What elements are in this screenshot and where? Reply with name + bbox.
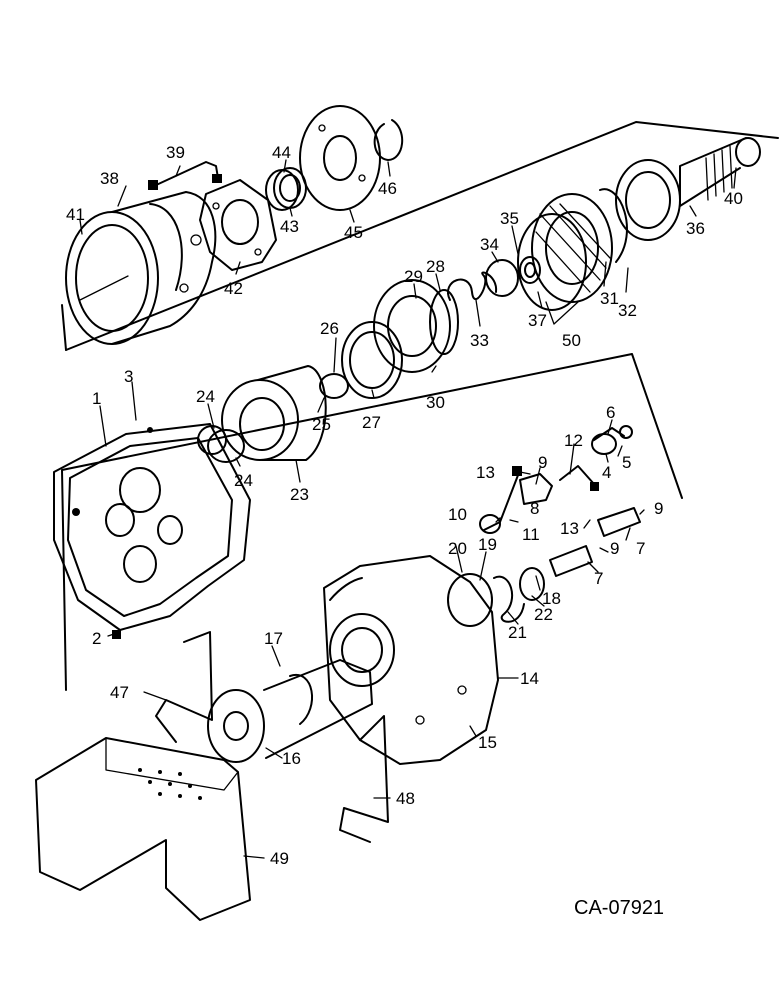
callout-45: 45	[344, 223, 363, 242]
callout-4: 4	[602, 463, 611, 482]
seal-43-44	[265, 167, 307, 211]
bracket-47	[155, 631, 213, 743]
callout-24a: 24	[196, 387, 215, 406]
callout-37: 37	[528, 311, 547, 330]
callout-40: 40	[724, 189, 743, 208]
shaft-36-40	[679, 137, 761, 207]
upper-section-frame	[65, 121, 779, 351]
callout-50: 50	[562, 331, 581, 350]
callout-47: 47	[110, 683, 129, 702]
clutch-pack-50	[517, 193, 613, 311]
callout-21: 21	[508, 623, 527, 642]
upper-section-frame-left	[61, 304, 67, 351]
housing-38	[65, 191, 217, 345]
callout-44: 44	[272, 143, 291, 162]
shield-49	[35, 737, 251, 921]
callout-35: 35	[500, 209, 519, 228]
piston-29	[373, 279, 459, 373]
callout-2: 2	[92, 629, 101, 648]
callout-25: 25	[312, 415, 331, 434]
callout-28: 28	[426, 257, 445, 276]
fitting-4-5-6	[591, 425, 633, 455]
callout-11: 11	[522, 525, 540, 544]
callout-30: 30	[426, 393, 445, 412]
cylinder-7-9	[549, 507, 641, 577]
callout-23: 23	[290, 485, 309, 504]
callout-7b: 7	[594, 569, 603, 588]
drum-32	[599, 159, 681, 263]
callout-32: 32	[618, 301, 637, 320]
o-ring-25	[319, 373, 349, 399]
callout-3: 3	[124, 367, 133, 386]
callout-9a: 9	[538, 453, 547, 472]
leader-lines	[79, 159, 737, 859]
callout-29: 29	[404, 267, 423, 286]
callout-1: 1	[92, 389, 101, 408]
snap-ring-46	[373, 119, 404, 161]
callout-15: 15	[478, 733, 497, 752]
callout-labels: 1 2 3 4 5 6 7 7 8 9 9 9 10 11 12 13 13 1…	[66, 143, 743, 868]
callout-31: 31	[600, 289, 619, 308]
ring-27	[341, 321, 403, 399]
callout-9c: 9	[610, 539, 619, 558]
case-1-3	[53, 423, 251, 631]
carrier-23	[221, 365, 327, 461]
callout-41: 41	[66, 205, 85, 224]
housing-14-15	[323, 555, 499, 765]
disc-45	[299, 105, 381, 211]
callout-14: 14	[520, 669, 539, 688]
callout-43: 43	[280, 217, 299, 236]
plug-2	[112, 630, 121, 639]
callout-16: 16	[282, 749, 301, 768]
callout-22: 22	[534, 605, 553, 624]
callout-9b: 9	[654, 499, 663, 518]
springs-19-22	[447, 567, 545, 627]
ring-35-37	[519, 256, 541, 284]
callout-38: 38	[100, 169, 119, 188]
callout-13a: 13	[476, 463, 495, 482]
diagram-code: CA-07921	[574, 897, 664, 919]
callout-33: 33	[470, 331, 489, 350]
callout-36: 36	[686, 219, 705, 238]
lower-section-frame	[61, 353, 683, 691]
callout-10: 10	[448, 505, 467, 524]
callout-13b: 13	[560, 519, 579, 538]
callout-27: 27	[362, 413, 381, 432]
spring-33	[447, 271, 498, 301]
callout-20: 20	[448, 539, 467, 558]
callout-42: 42	[224, 279, 243, 298]
callout-24b: 24	[234, 471, 253, 490]
callout-17: 17	[264, 629, 283, 648]
callout-46: 46	[378, 179, 397, 198]
callout-49: 49	[270, 849, 289, 868]
callout-48: 48	[396, 789, 415, 808]
callout-19: 19	[478, 535, 497, 554]
callout-12: 12	[564, 431, 583, 450]
callout-18: 18	[542, 589, 561, 608]
shaft-16-17	[207, 659, 373, 763]
callout-26: 26	[320, 319, 339, 338]
tube-39	[148, 161, 222, 190]
bracket-48	[339, 715, 389, 843]
callout-5: 5	[622, 453, 631, 472]
plate-42	[199, 179, 277, 271]
valve-assembly-8	[479, 465, 599, 534]
callout-6: 6	[606, 403, 615, 422]
callout-39: 39	[166, 143, 185, 162]
callout-8: 8	[530, 499, 539, 518]
callout-7a: 7	[636, 539, 645, 558]
callout-34: 34	[480, 235, 499, 254]
